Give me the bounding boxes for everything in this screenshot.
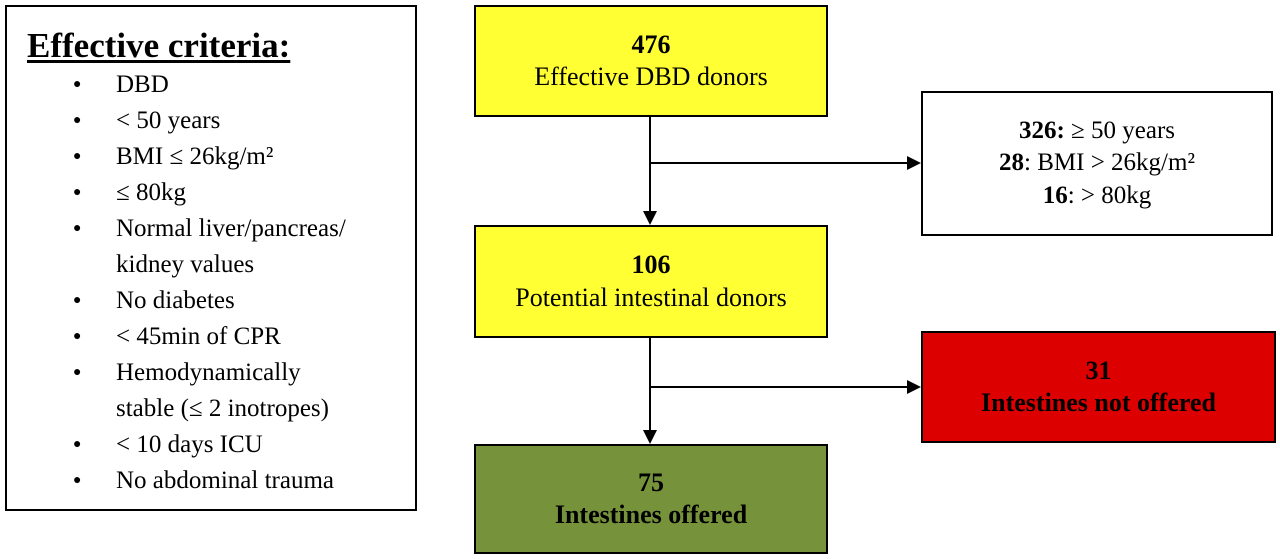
excluded-donors-box: 326: ≥ 50 years 28: BMI > 26kg/m² 16: > … — [921, 91, 1273, 236]
offered-box: 75 Intestines offered — [474, 444, 828, 554]
criteria-item: < 45min of CPR — [7, 319, 346, 355]
not-offered-count: 31 — [1085, 355, 1112, 385]
effective-donors-count: 476 — [631, 29, 671, 59]
potential-donors-label: Potential intestinal donors — [515, 282, 787, 312]
criteria-list: DBD < 50 years BMI ≤ 26kg/m² ≤ 80kg Norm… — [7, 67, 346, 499]
excluded-row: 16: > 80kg — [1042, 181, 1152, 209]
offered-count: 75 — [638, 467, 664, 497]
criteria-panel: Effective criteria: DBD < 50 years BMI ≤… — [5, 5, 417, 511]
not-offered-label: Intestines not offered — [981, 388, 1216, 417]
potential-donors-box: 106 Potential intestinal donors — [474, 225, 828, 338]
criteria-item: < 50 years — [7, 103, 346, 139]
potential-donors-count: 106 — [631, 250, 671, 279]
criteria-item: < 10 days ICU — [7, 427, 346, 463]
excluded-row: 28: BMI > 26kg/m² — [999, 149, 1195, 177]
not-offered-box: 31 Intestines not offered — [921, 331, 1276, 443]
offered-label: Intestines offered — [554, 500, 748, 529]
criteria-item: ≤ 80kg — [7, 175, 346, 211]
effective-donors-label: Effective DBD donors — [534, 62, 768, 91]
excluded-row: 326: ≥ 50 years — [1018, 116, 1176, 144]
effective-donors-box: 476 Effective DBD donors — [474, 5, 828, 117]
criteria-item: DBD — [7, 67, 346, 103]
criteria-item: No abdominal trauma — [7, 463, 346, 499]
criteria-title: Effective criteria: — [27, 26, 291, 65]
criteria-item: BMI ≤ 26kg/m² — [7, 139, 346, 175]
criteria-item: No diabetes — [7, 283, 346, 319]
criteria-item: Normal liver/pancreas/kidney values — [7, 211, 346, 283]
